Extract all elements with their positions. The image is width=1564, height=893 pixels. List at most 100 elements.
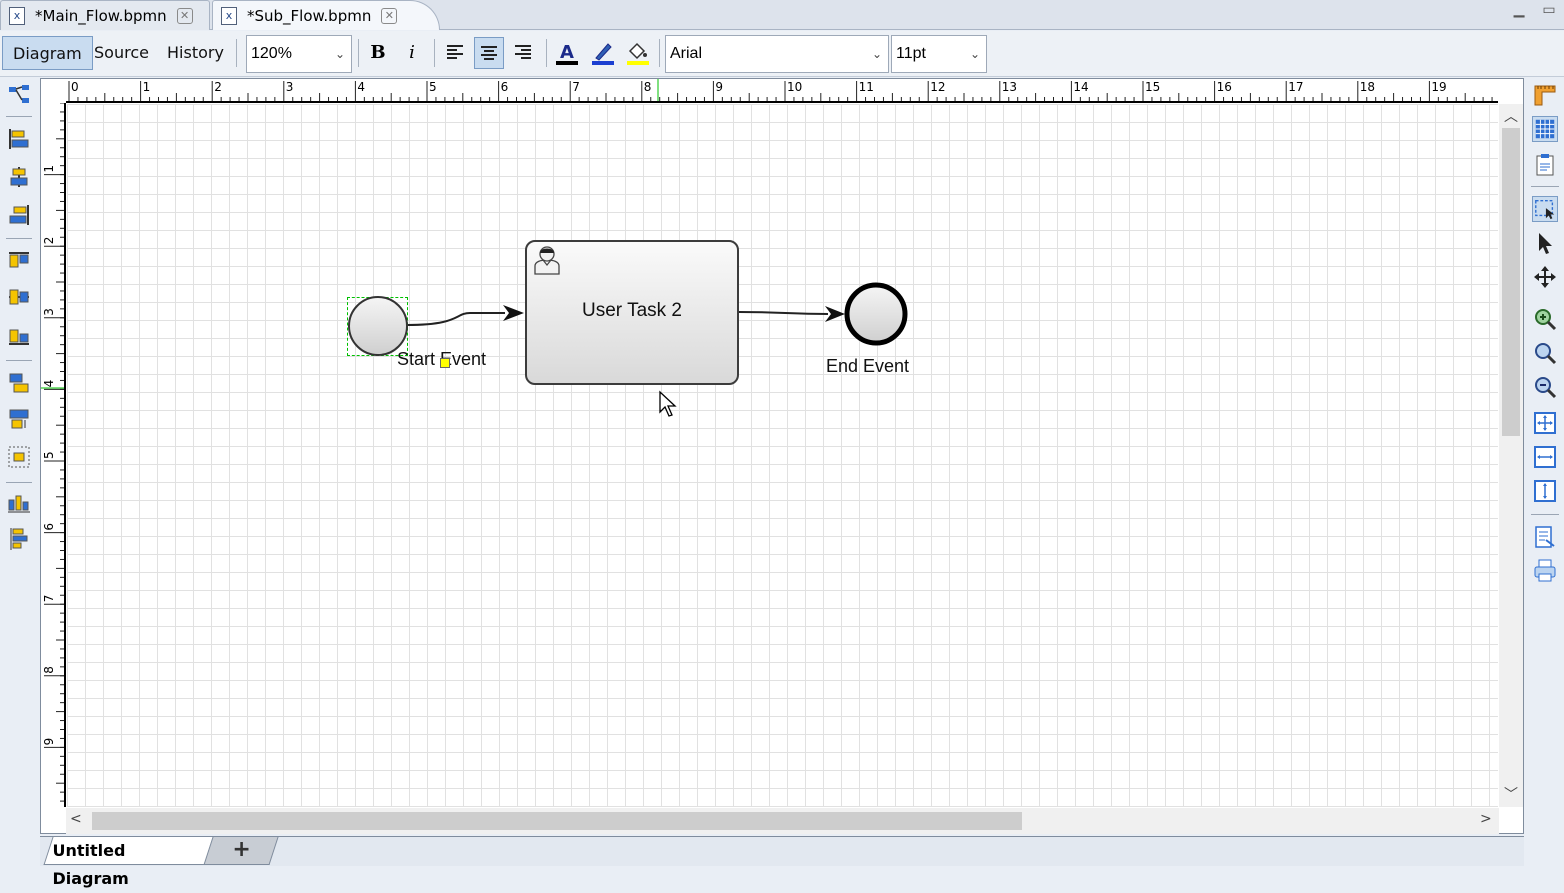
svg-text:A: A bbox=[560, 42, 574, 63]
ruler-label: 2 bbox=[42, 237, 56, 245]
same-height-icon[interactable] bbox=[8, 408, 30, 430]
tab-untitled-diagram-label: Untitled Diagram bbox=[52, 841, 129, 888]
ruler-label: 18 bbox=[1360, 80, 1375, 94]
font-color-button[interactable]: A bbox=[552, 37, 582, 69]
font-family-select[interactable]: Arial ⌄ bbox=[665, 35, 889, 73]
chevron-down-icon: ⌄ bbox=[969, 47, 980, 61]
align-left-button[interactable] bbox=[440, 37, 470, 69]
bpmn-file-icon: x bbox=[9, 6, 25, 25]
align-left-icon bbox=[447, 45, 463, 59]
notes-icon[interactable] bbox=[1532, 152, 1558, 178]
toolbar-separator bbox=[434, 39, 435, 67]
ruler-label: 2 bbox=[214, 80, 222, 94]
plus-icon: + bbox=[232, 837, 251, 862]
marquee-select-icon[interactable] bbox=[1532, 196, 1558, 222]
end-event[interactable] bbox=[843, 281, 909, 347]
bold-button[interactable]: B bbox=[370, 42, 386, 63]
zoom-value: 120% bbox=[251, 45, 292, 62]
tab-main-flow-label: *Main_Flow.bpmn bbox=[35, 6, 167, 25]
tab-untitled-diagram[interactable]: Untitled Diagram bbox=[43, 837, 215, 888]
horizontal-scroll-thumb[interactable] bbox=[92, 812, 1022, 830]
move-icon[interactable] bbox=[1532, 264, 1558, 290]
font-color-icon: A bbox=[556, 42, 578, 65]
chevron-down-icon: ⌄ bbox=[334, 47, 345, 61]
distribute-vertical-icon[interactable] bbox=[8, 528, 30, 550]
arrowhead-icon bbox=[503, 305, 524, 321]
vertical-ruler-ticks: 1234567890 bbox=[41, 103, 64, 802]
align-middle-shapes-icon[interactable] bbox=[8, 286, 30, 308]
fit-width-icon[interactable] bbox=[1532, 444, 1558, 470]
ruler-label: 3 bbox=[286, 80, 294, 94]
tab-sub-flow[interactable]: x *Sub_Flow.bpmn ✕ bbox=[212, 0, 440, 30]
ruler-label: 11 bbox=[859, 80, 874, 94]
minimize-icon[interactable]: ▁ bbox=[1513, 2, 1525, 18]
print-icon[interactable] bbox=[1532, 558, 1558, 584]
scroll-down-icon[interactable]: ﹀ bbox=[1504, 787, 1518, 803]
user-task[interactable]: User Task 2 bbox=[525, 240, 739, 385]
label-handle[interactable] bbox=[440, 358, 450, 368]
ruler-icon[interactable] bbox=[1532, 82, 1558, 108]
sequence-flow-task-to-end[interactable] bbox=[738, 311, 829, 315]
scroll-up-icon[interactable]: ︿ bbox=[1504, 109, 1518, 125]
tab-main-flow[interactable]: x *Main_Flow.bpmn ✕ bbox=[0, 0, 210, 30]
align-center-button[interactable] bbox=[474, 37, 504, 69]
palette-separator bbox=[1531, 186, 1559, 187]
align-right-button[interactable] bbox=[508, 37, 538, 69]
align-bottom-shapes-icon[interactable] bbox=[8, 324, 30, 346]
auto-layout-icon[interactable] bbox=[8, 84, 30, 106]
horizontal-scrollbar[interactable]: < > bbox=[66, 808, 1499, 834]
tab-source[interactable]: Source bbox=[94, 43, 149, 62]
same-size-icon[interactable] bbox=[8, 446, 30, 468]
close-icon[interactable]: ✕ bbox=[176, 7, 193, 24]
align-right-shapes-icon[interactable] bbox=[8, 204, 30, 226]
align-top-shapes-icon[interactable] bbox=[8, 250, 30, 272]
zoom-actual-icon[interactable] bbox=[1532, 340, 1558, 366]
close-icon[interactable]: ✕ bbox=[381, 7, 398, 24]
add-diagram-button[interactable]: + bbox=[203, 837, 279, 865]
zoom-select[interactable]: 120% ⌄ bbox=[246, 35, 352, 73]
vertical-ruler: 1234567890 bbox=[41, 103, 66, 807]
maximize-icon[interactable]: ▭ bbox=[1542, 2, 1556, 18]
grid-icon[interactable] bbox=[1532, 116, 1558, 142]
sequence-flows bbox=[406, 305, 845, 326]
palette-separator bbox=[6, 116, 32, 117]
diagram-canvas[interactable] bbox=[67, 104, 1498, 807]
tab-diagram[interactable]: Diagram bbox=[2, 36, 93, 70]
pointer-icon[interactable] bbox=[1532, 230, 1558, 256]
arrowhead-icon bbox=[825, 306, 845, 322]
italic-button[interactable]: i bbox=[409, 42, 415, 63]
fill-color-button[interactable] bbox=[623, 37, 653, 69]
ruler-label: 8 bbox=[644, 80, 652, 94]
sequence-flow-start-to-task[interactable] bbox=[406, 312, 505, 326]
toolbar-separator bbox=[236, 39, 237, 67]
align-center-shapes-icon[interactable] bbox=[8, 166, 30, 188]
ruler-label: 3 bbox=[42, 308, 56, 316]
ruler-label: 17 bbox=[1288, 80, 1303, 94]
fit-page-icon[interactable] bbox=[1532, 410, 1558, 436]
line-color-button[interactable] bbox=[588, 37, 618, 69]
chevron-down-icon: ⌄ bbox=[871, 47, 882, 61]
end-event-label: End Event bbox=[826, 356, 910, 376]
user-task-label: User Task 2 bbox=[582, 300, 682, 321]
same-width-icon[interactable] bbox=[8, 372, 30, 394]
vertical-scroll-thumb[interactable] bbox=[1502, 128, 1520, 436]
scroll-left-icon[interactable]: < bbox=[70, 811, 82, 827]
start-event[interactable] bbox=[347, 296, 409, 358]
vertical-scrollbar[interactable]: ︿ ﹀ bbox=[1499, 104, 1523, 807]
font-family-value: Arial bbox=[670, 45, 703, 62]
zoom-out-icon[interactable] bbox=[1532, 374, 1558, 400]
distribute-horizontal-icon[interactable] bbox=[8, 492, 30, 514]
font-size-select[interactable]: 11pt ⌄ bbox=[891, 35, 987, 73]
zoom-in-icon[interactable] bbox=[1532, 306, 1558, 332]
align-right-icon bbox=[515, 45, 531, 59]
ruler-label: 5 bbox=[42, 451, 56, 459]
ruler-label: 19 bbox=[1431, 80, 1446, 94]
export-icon[interactable] bbox=[1532, 524, 1558, 550]
ruler-label: 15 bbox=[1145, 80, 1160, 94]
fit-height-icon[interactable] bbox=[1532, 478, 1558, 504]
scroll-right-icon[interactable]: > bbox=[1480, 811, 1492, 827]
tab-history[interactable]: History bbox=[167, 43, 224, 62]
ruler-label: 6 bbox=[42, 523, 56, 531]
align-left-shapes-icon[interactable] bbox=[8, 128, 30, 150]
ruler-label: 7 bbox=[42, 595, 56, 603]
